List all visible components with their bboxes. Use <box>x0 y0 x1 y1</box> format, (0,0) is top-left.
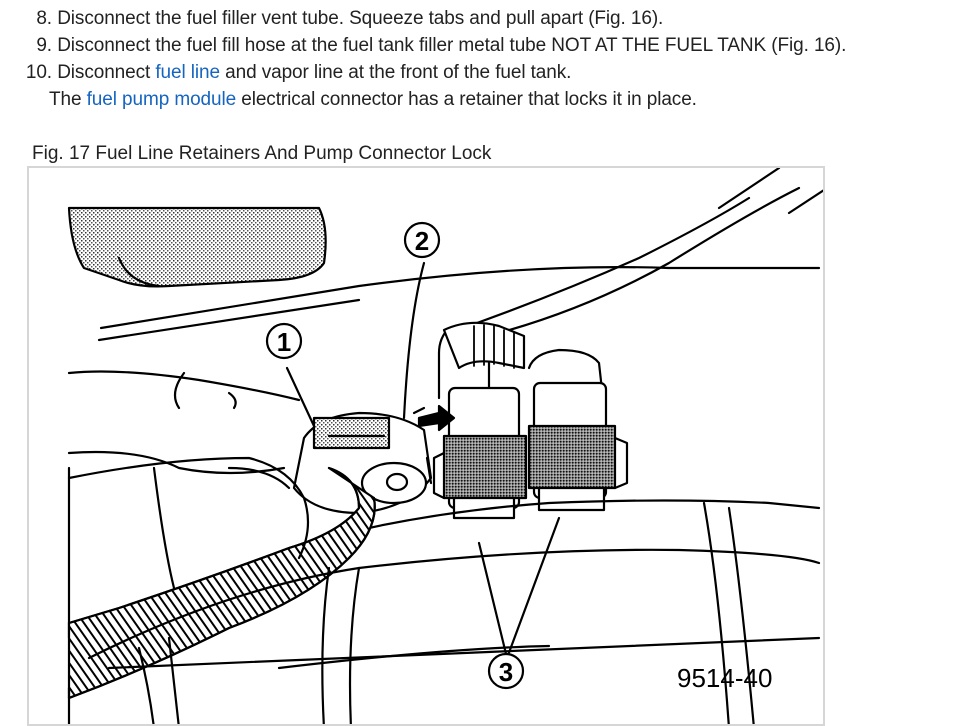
figure-caption: Fig. 17 Fuel Line Retainers And Pump Con… <box>32 143 492 164</box>
note-text-after: electrical connector has a retainer that… <box>236 89 697 110</box>
step-9: 9. Disconnect the fuel fill hose at the … <box>0 32 846 59</box>
fuel-line-link[interactable]: fuel line <box>155 62 220 83</box>
note-text-before: The <box>49 89 87 110</box>
step-text: Disconnect the fuel fill hose at the fue… <box>57 35 847 56</box>
callout-2: 2 <box>415 226 429 256</box>
callout-3: 3 <box>499 657 513 687</box>
step-text: Disconnect the fuel filler vent tube. Sq… <box>57 8 664 29</box>
step-8: 8. Disconnect the fuel filler vent tube.… <box>0 5 663 32</box>
step-text-before: Disconnect <box>57 62 156 83</box>
fuel-line-illustration: 1 2 3 9514-40 <box>67 168 823 724</box>
step-number: 10. <box>25 62 52 83</box>
step-note: The fuel pump module electrical connecto… <box>49 86 697 113</box>
callout-1: 1 <box>277 327 291 357</box>
step-10: 10. Disconnect fuel line and vapor line … <box>0 59 572 86</box>
figure-illustration: 1 2 3 9514-40 <box>27 166 825 726</box>
step-number: 8. <box>36 8 52 29</box>
figure-code: 9514-40 <box>677 663 772 693</box>
fuel-pump-module-link[interactable]: fuel pump module <box>86 89 237 110</box>
step-text-after: and vapor line at the front of the fuel … <box>219 62 572 83</box>
step-number: 9. <box>36 35 52 56</box>
